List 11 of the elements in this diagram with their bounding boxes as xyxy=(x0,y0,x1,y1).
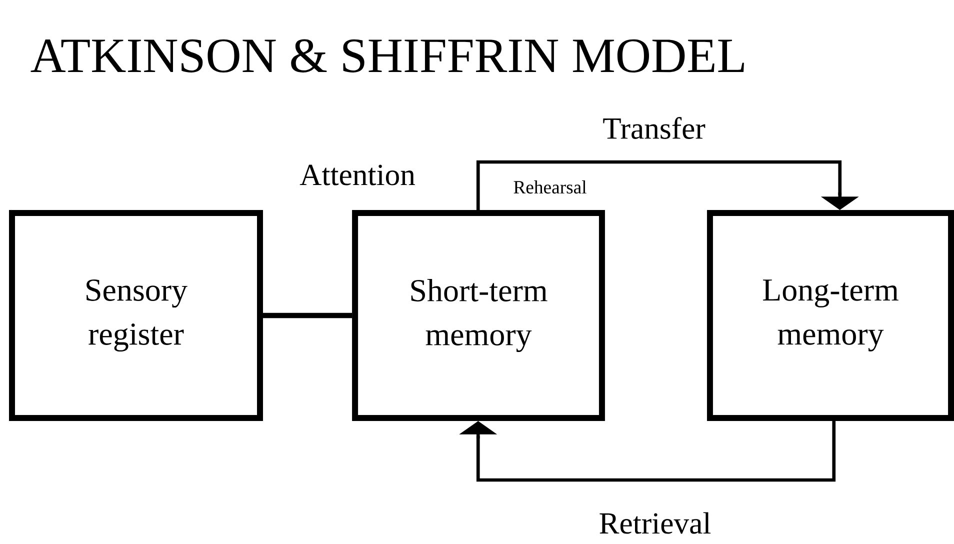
connector xyxy=(459,421,836,482)
memory-box: Long-term memory xyxy=(706,210,954,422)
process-label: Rehearsal xyxy=(514,180,586,194)
title: ATKINSON & SHIFFRIN MODEL xyxy=(30,39,744,72)
edge-label: Attention xyxy=(298,163,417,187)
memory-box: Short-term memory xyxy=(352,210,605,422)
edge-label: Retrieval xyxy=(597,510,713,536)
edge-label: Transfer xyxy=(601,116,707,140)
connector xyxy=(476,160,859,210)
memory-box: Sensory register xyxy=(9,210,263,422)
connector xyxy=(263,312,352,318)
